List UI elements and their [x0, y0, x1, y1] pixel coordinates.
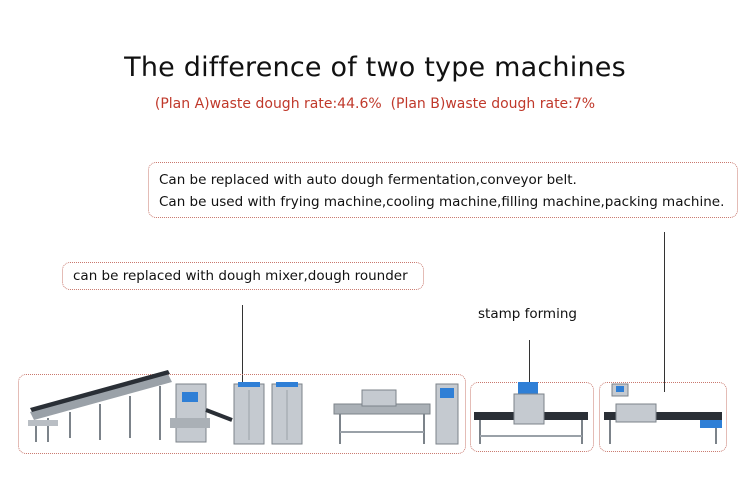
sheeter-cabinet-2	[271, 382, 303, 445]
leader-line-top	[664, 232, 665, 392]
plan-b-waste-rate: (Plan B)waste dough rate:7%	[390, 96, 596, 112]
plan-b-machine-group	[599, 382, 727, 452]
callout-line-compatible-machines: Can be used with frying machine,cooling …	[159, 194, 725, 210]
callout-replacement-options: Can be replaced with auto dough fermenta…	[148, 162, 738, 218]
control-cabinet	[435, 383, 459, 445]
stamp-forming-label: stamp forming	[478, 306, 577, 322]
callout-mixer-rounder: can be replaced with dough mixer,dough r…	[62, 262, 424, 290]
callout-line-fermentation: Can be replaced with auto dough fermenta…	[159, 172, 577, 188]
dough-press-machine	[170, 383, 233, 443]
stamp-forming-machine	[474, 382, 588, 444]
waste-rate-subtitle: (Plan A)waste dough rate:44.6% (Plan B)w…	[0, 96, 750, 112]
sheeting-table	[333, 389, 431, 444]
page-title: The difference of two type machines	[124, 52, 626, 83]
leader-line-mid	[242, 305, 243, 388]
sheeter-cabinet-1	[233, 382, 265, 445]
plan-a-waste-rate: (Plan A)waste dough rate:44.6%	[154, 96, 382, 112]
leader-line-stamp	[529, 340, 530, 396]
inclined-conveyor	[28, 370, 172, 442]
conveyor-packing-machine	[604, 383, 722, 444]
callout-mixer-text: can be replaced with dough mixer,dough r…	[73, 268, 408, 284]
plan-a-machine-group	[18, 374, 466, 454]
